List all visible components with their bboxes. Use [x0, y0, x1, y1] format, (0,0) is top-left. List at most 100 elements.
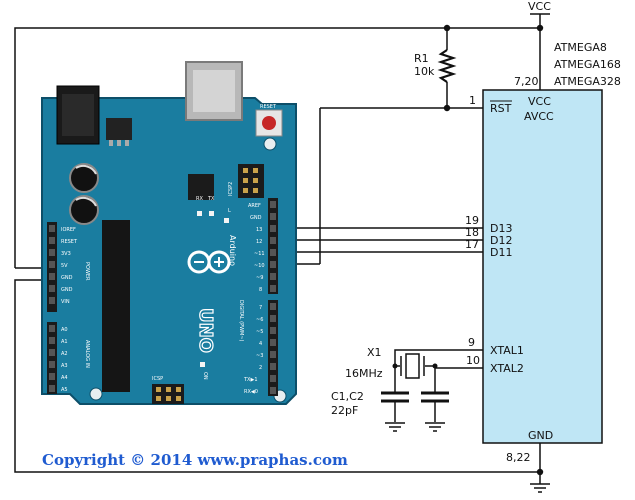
capacitor-c2: [421, 391, 449, 403]
power-jack-inner: [62, 94, 94, 136]
digital-pin-label: 12: [256, 239, 262, 245]
pin-9-number: 9: [468, 336, 475, 349]
l-led: [224, 218, 229, 223]
ground-symbol-c2: [425, 422, 445, 432]
arduino-logo: [187, 250, 231, 274]
digital-pin-label: ~6: [256, 317, 263, 323]
digital-pin-label: ~10: [254, 263, 265, 269]
pin-17-number: 17: [465, 238, 479, 251]
rx-label: RX: [196, 196, 203, 202]
power-pin-label: IOREF: [61, 227, 76, 233]
analog-pin-label: A2: [61, 351, 68, 357]
pin-18-number: 18: [465, 226, 479, 239]
voltage-regulator: [106, 118, 132, 140]
gnd-pin-numbers: 8,22: [506, 451, 531, 464]
power-pin-label: 3V3: [61, 251, 71, 257]
icsp-header: [152, 384, 184, 404]
crystal-value: 16MHz: [345, 367, 383, 380]
digital-pin-label: 13: [256, 227, 262, 233]
junction-dots: [392, 24, 544, 476]
pin-19-number: 19: [465, 214, 479, 227]
digital-pin-label: 2: [259, 365, 262, 371]
caps-name: C1,C2: [331, 390, 364, 403]
junction-dot: [443, 104, 451, 112]
digital-pin-label: GND: [250, 215, 262, 221]
digital-pin-label: 7: [259, 305, 262, 311]
gnd-rail-wire: [14, 279, 540, 473]
brand-text: Arduino: [228, 235, 237, 266]
vcc-rail-wire: [14, 27, 540, 268]
digital-pin-label: ~11: [254, 251, 265, 257]
on-label: ON: [202, 372, 208, 380]
vcc-pin-numbers: 7,20: [514, 75, 539, 88]
board-capacitor: [69, 195, 99, 225]
junction-dot: [443, 24, 451, 32]
pin-xtal2-name: XTAL2: [490, 362, 524, 375]
digital-pin-label: ~3: [256, 353, 263, 359]
board-capacitor: [69, 163, 99, 193]
icsp2-label: ICSP2: [228, 182, 234, 196]
mcu-chip: [482, 89, 603, 444]
l-label: L: [228, 208, 231, 214]
r1-name: R1: [414, 52, 429, 65]
pin-10-number: 10: [466, 354, 480, 367]
pin-d12-name: D12: [490, 234, 512, 247]
reset-label: RESET: [260, 104, 277, 110]
power-pin-label: GND: [61, 275, 73, 281]
copyright-text: Copyright © 2014 www.praphas.com: [42, 451, 348, 469]
power-pin-label: GND: [61, 287, 73, 293]
capacitor-c1: [381, 391, 409, 403]
digital-pin-label: 4: [259, 341, 262, 347]
tx-label: TX: [207, 196, 215, 202]
usb-chip: [188, 174, 214, 200]
caps-value: 22pF: [331, 404, 358, 417]
digital-pin-label: RX◀0: [244, 389, 258, 395]
power-label: POWER: [84, 262, 90, 281]
chip-vcc-pin: VCC: [528, 95, 551, 108]
junction-dot: [536, 24, 544, 32]
mounting-hole: [89, 387, 103, 401]
digital-pin-label: 8: [259, 287, 262, 293]
analog-header: [47, 322, 57, 394]
chip-name-1: ATMEGA8: [554, 41, 607, 54]
model-text: UNO: [195, 308, 216, 353]
chip-rst-pin: RST: [490, 102, 512, 115]
digital-pin-label: TX▶1: [243, 377, 258, 383]
analog-pin-label: A3: [61, 363, 68, 369]
ground-symbol-main: [530, 483, 550, 493]
rx-led: [197, 211, 202, 216]
digital-pin-label: ~9: [256, 275, 263, 281]
tx-led: [209, 211, 214, 216]
reset-button-cap[interactable]: [262, 116, 276, 130]
chip-avcc-pin: AVCC: [524, 110, 554, 123]
junction-dot: [392, 363, 398, 369]
r1-resistor-symbol: [437, 49, 457, 83]
mounting-hole: [263, 137, 277, 151]
usb-connector-inner: [193, 70, 235, 112]
digital-pin-label: ~5: [256, 329, 263, 335]
power-pin-label: RESET: [61, 239, 78, 245]
junction-dot: [536, 468, 544, 476]
analog-pin-label: A1: [61, 339, 68, 345]
pin-d13-name: D13: [490, 222, 512, 235]
analog-label: ANALOG IN: [84, 340, 90, 368]
wires: [14, 13, 550, 484]
icsp2-header: ICSP2: [228, 164, 264, 198]
power-pin-label: VIN: [61, 299, 70, 305]
pin-d11-name: D11: [490, 246, 512, 259]
r1-value: 10k: [414, 65, 435, 78]
analog-pin-label: A4: [61, 375, 68, 381]
crystal-x1: [400, 353, 425, 379]
analog-pin-label: A0: [61, 327, 68, 333]
arduino-uno-board: RESET ICSP2 TX RX L: [41, 61, 297, 405]
pin-xtal1-name: XTAL1: [490, 344, 524, 357]
digital-pin-label: AREF: [248, 203, 261, 209]
chip-name-2: ATMEGA168: [554, 58, 621, 71]
rst-pin-number: 1: [469, 94, 476, 107]
power-pin-label: 5V: [61, 263, 68, 269]
digital-header-bottom: [268, 300, 278, 396]
icsp-label: ICSP: [152, 376, 163, 382]
digital-header-top: [268, 198, 278, 294]
chip-name-3: ATMEGA328: [554, 75, 621, 88]
xtal2-wire: [434, 367, 483, 392]
